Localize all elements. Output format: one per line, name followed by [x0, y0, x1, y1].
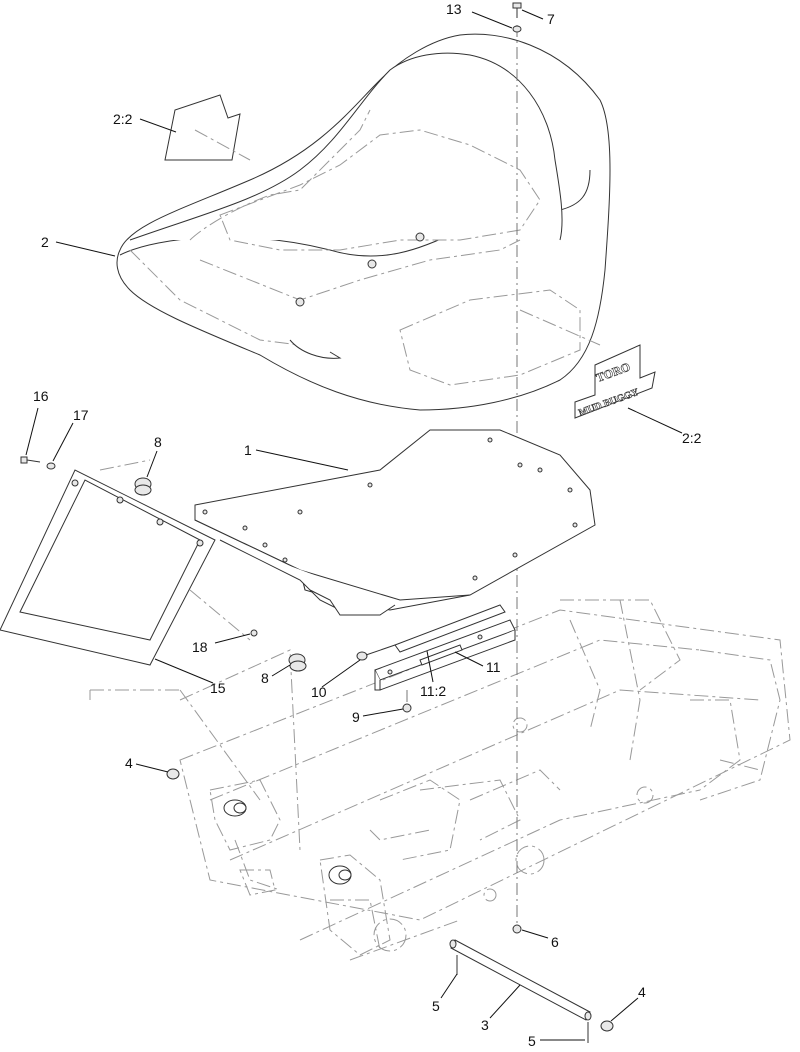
callout-13: 13: [446, 1, 462, 17]
decal-part-2-2-top: [164, 94, 251, 161]
callout-1: 1: [244, 442, 252, 458]
callout-17: 17: [73, 407, 89, 423]
callout-15: 15: [210, 680, 226, 696]
spacer-part-8-top: [134, 477, 152, 496]
panel-part-15: [0, 469, 216, 666]
callout-3: 3: [481, 1017, 489, 1033]
callout-2: 2: [41, 234, 49, 250]
bolt-part-7: [512, 2, 522, 18]
callout-5-bottom: 5: [528, 1033, 536, 1049]
washer-part-4-right: [600, 1020, 614, 1032]
leader-lines: [25, 9, 683, 1041]
nut-part-9: [402, 690, 412, 713]
callout-8-top: 8: [154, 434, 162, 450]
callout-2-2-right: 2:2: [682, 430, 702, 446]
callout-6: 6: [551, 934, 559, 950]
callout-11-2: 11:2: [420, 683, 446, 699]
frame-outline: [89, 459, 791, 961]
callout-10: 10: [311, 684, 327, 700]
pivot-mount-left: [223, 799, 352, 885]
pin-part-10: [356, 644, 396, 661]
spacer-part-8-mid: [288, 653, 307, 672]
callout-11: 11: [486, 659, 501, 675]
nut-part-18: [250, 629, 258, 637]
washer-part-4-left: [166, 768, 180, 780]
callout-4-right: 4: [638, 984, 646, 1000]
screw-part-16: [20, 456, 41, 464]
callout-9: 9: [352, 709, 360, 725]
callout-labels: 13 7 2:2 2 2:2 16 17 8 1 18 15 8 10 11 1…: [33, 1, 702, 1049]
callout-2-2-top: 2:2: [113, 111, 133, 127]
nut-part-6: [512, 924, 522, 934]
strip-part-11: [374, 604, 516, 691]
seat-base-part-1: [194, 429, 596, 616]
washer-part-17: [46, 462, 56, 470]
seat-part-2: [116, 33, 611, 411]
callout-4-left: 4: [125, 755, 133, 771]
callout-16: 16: [33, 388, 49, 404]
callout-5-left: 5: [432, 998, 440, 1014]
callout-8-mid: 8: [261, 670, 269, 686]
rod-part-3: [449, 939, 592, 1021]
callout-7: 7: [547, 11, 555, 27]
callout-18: 18: [192, 639, 208, 655]
washer-part-13: [512, 25, 522, 33]
